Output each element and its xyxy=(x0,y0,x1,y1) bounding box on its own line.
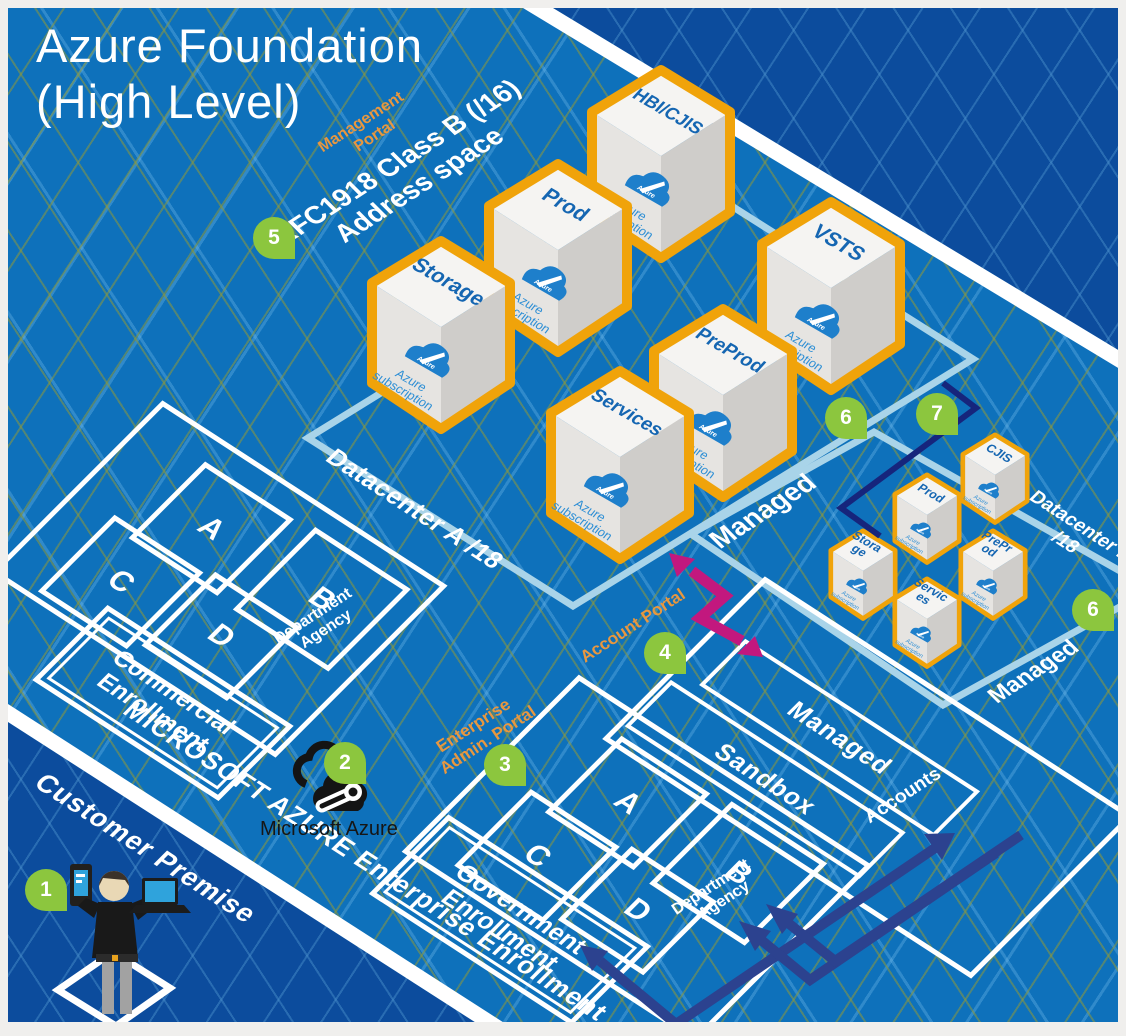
subscription-box-storage: Storage Azure Azuresubscription xyxy=(367,236,515,434)
title-line2: (High Level) xyxy=(36,75,302,129)
step-badge-4: 4 xyxy=(644,632,686,674)
subscription-box-services: Services Azure Azuresubscription xyxy=(546,366,694,564)
subscription-box-prod: Prod Azure Azuresubscription xyxy=(892,472,962,565)
microsoft-azure-caption: Microsoft Azure xyxy=(260,818,398,840)
box-outline xyxy=(892,576,962,669)
account-letter: D xyxy=(200,618,243,654)
box-outline xyxy=(546,366,694,564)
page-title: Azure Foundation(High Level) xyxy=(36,18,423,131)
step-badge-2: 2 xyxy=(324,742,366,784)
step-badge-1: 1 xyxy=(25,869,67,911)
title-line1: Azure Foundation xyxy=(36,19,424,72)
box-outline xyxy=(587,65,735,263)
svg-text:Azure: Azure xyxy=(981,584,991,592)
step-badge-3: 3 xyxy=(484,744,526,786)
account-letter: A xyxy=(190,510,233,547)
step-badge-5: 5 xyxy=(253,217,295,259)
step-badge-6: 6 xyxy=(1072,589,1114,631)
subscription-box-cjis: CJIS Azure Azuresubscription xyxy=(960,432,1030,525)
box-outline xyxy=(649,304,797,502)
account-letter: A xyxy=(606,784,649,821)
subscription-box-servic-es: Services Azure Azuresubscription xyxy=(892,575,962,669)
account-letter: C xyxy=(99,563,143,600)
box-outline xyxy=(757,197,905,395)
datacenter-b-managed-label: Managed xyxy=(981,634,1085,708)
diagram-canvas: Azure Foundation(High Level) Management … xyxy=(8,8,1118,1022)
box-outline xyxy=(958,528,1028,621)
step-badge-7: 7 xyxy=(916,393,958,435)
svg-text:Azure: Azure xyxy=(983,488,993,496)
subscription-box-stora-ge: Storage Azure Azuresubscription xyxy=(828,528,898,621)
svg-text:Azure: Azure xyxy=(915,632,925,640)
svg-text:Azure: Azure xyxy=(851,584,861,592)
subscription-box-prod: Prod Azure Azuresubscription xyxy=(484,159,632,357)
account-letter: D xyxy=(616,892,659,929)
box-outline xyxy=(484,159,632,357)
subscription-box-prepr-od: PreProd Azure Azuresubscription xyxy=(958,528,1028,621)
box-outline xyxy=(367,236,515,434)
box-outline xyxy=(828,528,898,621)
step-badge-6: 6 xyxy=(825,397,867,439)
